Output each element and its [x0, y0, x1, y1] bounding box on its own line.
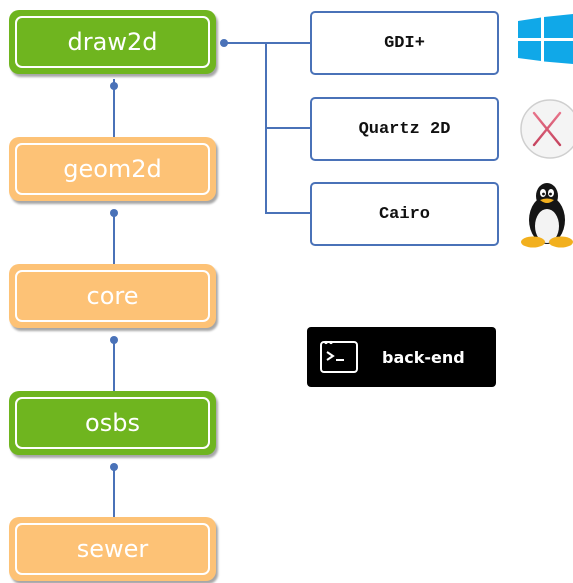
- macos-x-logo-icon: [520, 99, 573, 159]
- legend-label: back-end: [382, 347, 465, 367]
- backend-legend: back-end: [307, 327, 496, 387]
- backend-quartz2d: Quartz 2D: [310, 97, 499, 161]
- linux-tux-icon: [521, 183, 573, 248]
- library-core-label: core: [15, 270, 210, 322]
- connector-dot: [110, 336, 118, 344]
- library-draw2d-label: draw2d: [15, 16, 210, 68]
- library-sewer-label: sewer: [15, 523, 210, 575]
- library-draw2d: draw2d: [9, 10, 216, 74]
- backend-cairo: Cairo: [310, 182, 499, 246]
- library-osbs-label: osbs: [15, 397, 210, 449]
- library-geom2d: geom2d: [9, 137, 216, 201]
- library-osbs: osbs: [9, 391, 216, 455]
- library-core: core: [9, 264, 216, 328]
- connector-dot: [110, 82, 118, 90]
- library-sewer: sewer: [9, 517, 216, 581]
- terminal-icon: [320, 340, 358, 374]
- link-bus-cairo: [265, 128, 310, 214]
- backend-gdiplus: GDI+: [310, 11, 499, 75]
- connector-dot: [110, 209, 118, 217]
- connector-dot: [110, 463, 118, 471]
- library-geom2d-label: geom2d: [15, 143, 210, 195]
- windows-logo-icon: [518, 14, 573, 64]
- link-bus-quartz: [265, 43, 310, 129]
- connector-dot: [220, 39, 228, 47]
